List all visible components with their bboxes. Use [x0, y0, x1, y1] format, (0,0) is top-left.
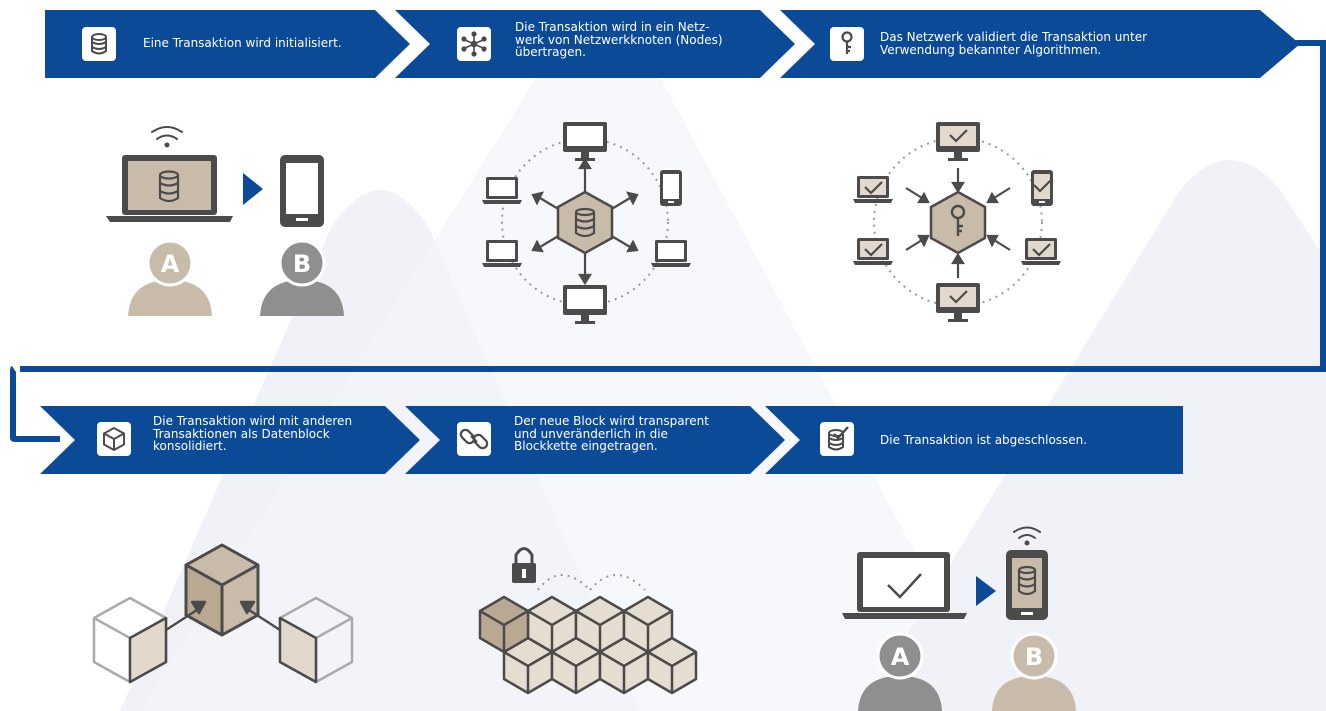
user-b-label: B [293, 250, 311, 278]
step-4-text: Die Transaktion wird mit anderen Transak… [153, 414, 353, 453]
step-2-text: Die Transaktion wird in ein Netz- werk v… [515, 20, 723, 59]
key-icon [830, 27, 864, 61]
illustration-consolidation [92, 543, 354, 684]
illustration-validation [853, 122, 1061, 322]
cube-icon [97, 422, 131, 456]
step-6-text: Die Transaktion ist abgeschlossen. [880, 433, 1088, 447]
user-b-label-final: B [1025, 643, 1043, 671]
illustration-send [106, 126, 344, 316]
step-3-text: Das Netzwerk validiert die Transaktion u… [880, 30, 1148, 57]
user-a-label: A [161, 250, 180, 278]
network-icon [457, 27, 491, 61]
illustration-completed [842, 526, 1076, 711]
step-1-text: Eine Transaktion wird initialisiert. [143, 36, 342, 50]
step-5-banner [405, 406, 785, 474]
step-5-text: Der neue Block wird transparent und unve… [514, 414, 709, 453]
illustration-blockchain [478, 547, 698, 695]
step-1-banner [45, 10, 410, 78]
illustration-network [482, 122, 691, 324]
database-check-icon [820, 422, 854, 456]
step-4-banner [40, 406, 420, 474]
chain-link-icon [457, 422, 491, 456]
step-3-banner [780, 10, 1300, 78]
database-icon [82, 27, 116, 61]
user-a-label-final: A [891, 643, 910, 671]
step-6-banner [765, 406, 1183, 474]
step-2-banner [395, 10, 795, 78]
